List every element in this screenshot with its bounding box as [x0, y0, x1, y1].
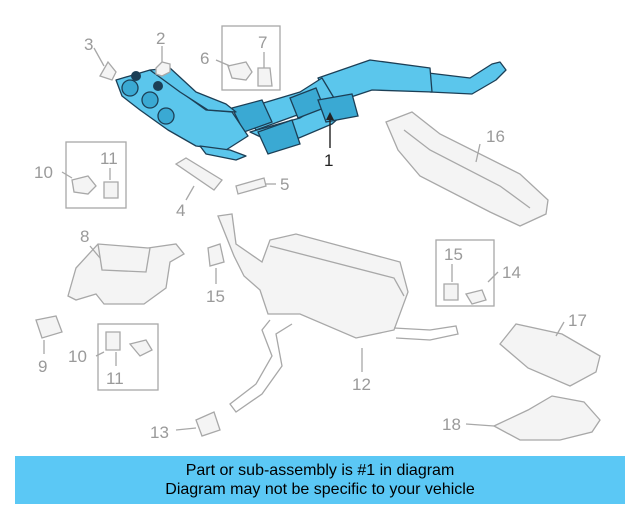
callout-7: 7 — [258, 33, 267, 52]
exhaust-parts-diagram: 3 2 6 7 11 10 4 5 16 8 9 10 11 15 12 13 … — [34, 25, 601, 442]
part-14-kit-box — [435, 239, 495, 307]
callout-2: 2 — [156, 29, 165, 48]
part-4-bracket[interactable] — [174, 157, 223, 191]
banner-line-1: Part or sub-assembly is #1 in diagram — [185, 462, 455, 479]
callout-1: 1 — [324, 151, 333, 170]
leader-lines — [43, 46, 565, 431]
callout-18: 18 — [442, 415, 461, 434]
callout-4: 4 — [176, 201, 185, 220]
part-18-heat-shield[interactable] — [492, 395, 601, 441]
part-6-kit-box — [221, 25, 281, 91]
callout-16: 16 — [486, 127, 505, 146]
part-15-hanger-left[interactable] — [207, 243, 225, 267]
part-7-hanger[interactable] — [257, 67, 273, 87]
part-11-hanger-upper[interactable] — [103, 181, 119, 199]
part-3-gasket[interactable] — [99, 60, 117, 81]
callout-5: 5 — [280, 175, 289, 194]
part-1-front-pipe-assembly[interactable] — [115, 59, 507, 161]
part-8-front-muffler[interactable] — [67, 243, 185, 305]
part-10-bracket-lower[interactable] — [128, 339, 153, 357]
callout-12: 12 — [352, 375, 371, 394]
callout-6: 6 — [200, 49, 209, 68]
part-9-clamp[interactable] — [35, 315, 63, 339]
callout-10-lower: 10 — [68, 347, 87, 366]
part-15-hanger-right[interactable] — [443, 283, 459, 301]
banner-line-2: Diagram may not be specific to your vehi… — [165, 481, 475, 498]
callout-9: 9 — [38, 357, 47, 376]
callout-13: 13 — [150, 423, 169, 442]
callout-15-right: 15 — [444, 245, 463, 264]
part-13-clamp[interactable] — [195, 411, 221, 437]
part-14-bracket[interactable] — [464, 289, 487, 305]
part-10-kit-box-lower — [97, 323, 159, 391]
callout-15-left: 15 — [206, 287, 225, 306]
info-banner: Part or sub-assembly is #1 in diagram Di… — [15, 456, 625, 504]
callout-17: 17 — [568, 311, 587, 330]
part-12-rear-muffler[interactable] — [217, 213, 409, 339]
part-6-bracket[interactable] — [227, 61, 253, 81]
callout-3: 3 — [84, 35, 93, 54]
part-10-bracket-upper[interactable] — [71, 175, 97, 195]
callout-8: 8 — [80, 227, 89, 246]
part-5-bolt[interactable] — [235, 177, 267, 195]
part-17-heat-shield[interactable] — [499, 323, 601, 387]
callout-11-upper: 11 — [100, 149, 118, 168]
part-11-hanger-lower[interactable] — [105, 331, 121, 351]
callout-14: 14 — [502, 263, 521, 282]
callout-10-upper: 10 — [34, 163, 53, 182]
callout-11-lower: 11 — [106, 369, 124, 388]
